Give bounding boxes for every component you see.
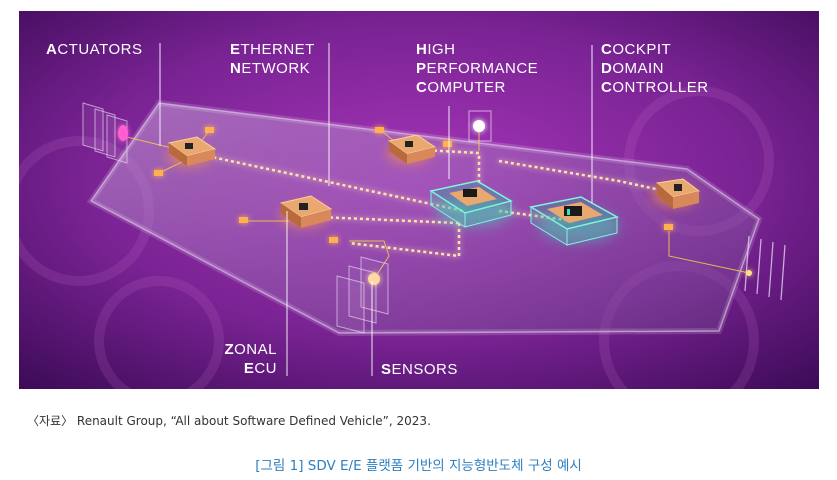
connector-nodes <box>154 127 673 243</box>
label-high-performance-computer: HIGH PERFORMANCE COMPUTER <box>416 40 538 97</box>
label-actuators: ACTUATORS <box>46 40 142 59</box>
sensor-panels <box>336 256 389 334</box>
platform-illustration <box>19 11 819 389</box>
label-ethernet-line-1: ETHERNET <box>230 41 315 58</box>
actuator-glow <box>118 125 128 141</box>
label-cockpit-line-2: DOMAIN <box>601 60 665 77</box>
label-zonal-ecu: ZONAL ECU <box>217 340 277 378</box>
label-zonal-line-2: ECU <box>243 360 277 377</box>
label-sensors: SENSORS <box>381 360 458 379</box>
zonal-ecu-chip-3 <box>279 195 333 228</box>
hpc-chip <box>429 180 513 228</box>
figure-source: 〈자료〉 Renault Group, “All about Software … <box>27 414 431 428</box>
zonal-ecu-chip-2 <box>387 134 437 164</box>
hpc-top-panel <box>468 110 492 142</box>
label-cockpit-line-3: CONTROLLER <box>601 79 709 96</box>
label-leader-lines <box>159 43 593 376</box>
label-cockpit-domain-controller: COCKPIT DOMAIN CONTROLLER <box>601 40 709 97</box>
label-ethernet-line-2: NETWORK <box>230 60 311 77</box>
label-sensors-line-1: SENSORS <box>381 361 458 378</box>
hpc-top-glow <box>473 120 485 132</box>
sensor-glow <box>368 273 380 285</box>
label-hpc-line-1: HIGH <box>416 41 456 58</box>
figure-caption: [그림 1] SDV E/E 플랫폼 기반의 지능형반도체 구성 예시 <box>255 458 582 474</box>
label-hpc-line-2: PERFORMANCE <box>416 60 539 77</box>
zonal-ecu-chip-1 <box>167 136 217 166</box>
cockpit-domain-controller-chip <box>528 196 620 246</box>
zonal-ecu-chip-4 <box>652 178 701 209</box>
label-ethernet-network: ETHERNET NETWORK <box>230 40 315 78</box>
right-sensor-panels <box>744 235 786 301</box>
label-actuators-line-1: ACTUATORS <box>46 41 143 58</box>
right-sensor-glow <box>746 270 752 276</box>
label-zonal-line-1: ZONAL <box>224 341 277 358</box>
sdv-ee-platform-figure: ACTUATORS ETHERNET NETWORK HIGH PERFORMA… <box>19 11 819 389</box>
label-hpc-line-3: COMPUTER <box>416 79 506 96</box>
label-cockpit-line-1: COCKPIT <box>601 41 672 58</box>
